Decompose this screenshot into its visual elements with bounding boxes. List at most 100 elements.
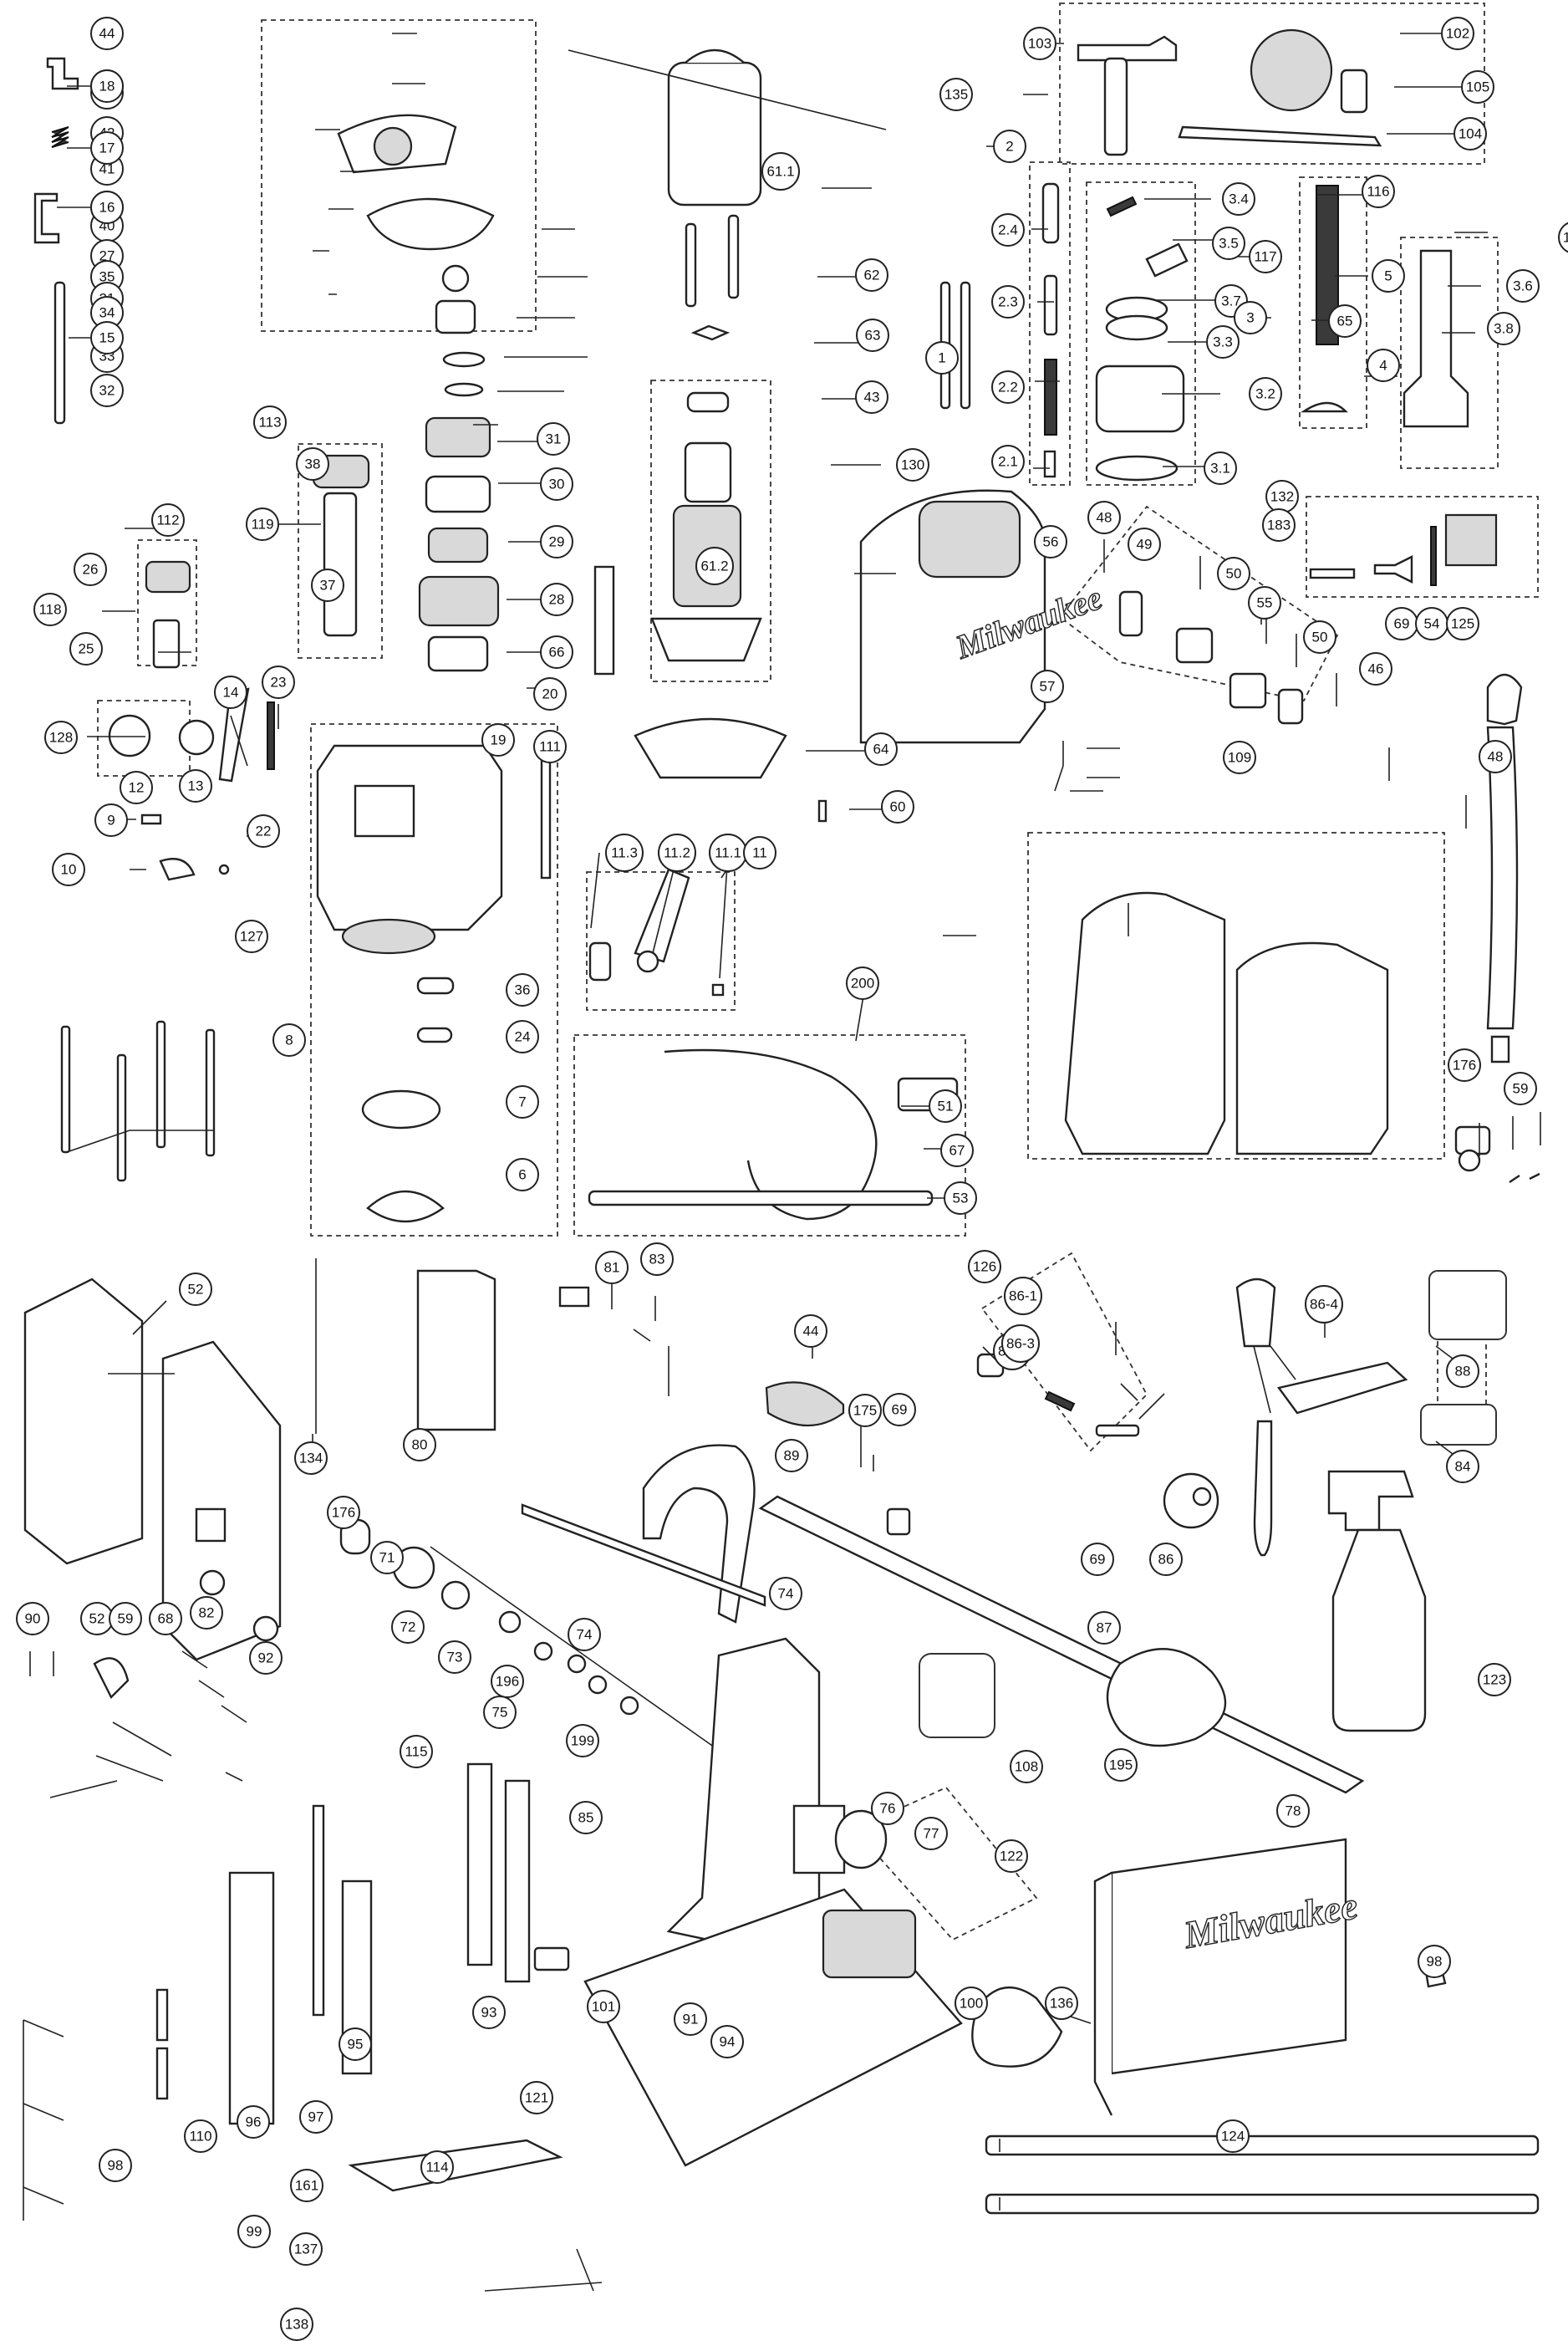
callout-132: 132 bbox=[1265, 480, 1299, 513]
callout-36: 36 bbox=[506, 973, 539, 1007]
cable-ties-110 bbox=[985, 2134, 1540, 2215]
callout-57: 57 bbox=[1031, 670, 1064, 703]
svg-text:3.4: 3.4 bbox=[1229, 191, 1249, 207]
callout-102: 102 bbox=[1441, 17, 1474, 50]
svg-text:115: 115 bbox=[405, 1744, 427, 1760]
part-59-right bbox=[1454, 1125, 1540, 1183]
svg-text:105: 105 bbox=[1466, 79, 1489, 95]
callout-200: 200 bbox=[846, 966, 879, 1000]
callout-112: 112 bbox=[151, 503, 185, 537]
callout-29: 29 bbox=[540, 525, 573, 558]
svg-text:30: 30 bbox=[549, 477, 565, 492]
callout-72: 72 bbox=[391, 1610, 425, 1644]
callout-68: 68 bbox=[149, 1602, 182, 1635]
svg-text:86-3: 86-3 bbox=[1006, 1336, 1035, 1352]
callout-38: 38 bbox=[296, 447, 329, 481]
callout-66: 66 bbox=[540, 635, 573, 669]
driver-88 bbox=[1235, 1278, 1408, 1557]
callout-2-1: 2.1 bbox=[991, 445, 1025, 478]
callout-44: 44 bbox=[794, 1314, 827, 1348]
callout-117: 117 bbox=[1249, 240, 1282, 273]
callout-134: 134 bbox=[294, 1441, 328, 1475]
svg-text:103: 103 bbox=[1028, 36, 1051, 52]
callout-3-3: 3.3 bbox=[1206, 325, 1240, 359]
stand-8 bbox=[60, 1020, 216, 1182]
svg-text:20: 20 bbox=[542, 686, 558, 702]
svg-text:86-1: 86-1 bbox=[1009, 1288, 1037, 1304]
callout-74: 74 bbox=[568, 1618, 601, 1651]
svg-text:2.1: 2.1 bbox=[998, 454, 1018, 470]
callout-30: 30 bbox=[540, 467, 573, 501]
frame-134 bbox=[23, 1278, 282, 1661]
callout-13: 13 bbox=[179, 769, 212, 803]
svg-text:3.5: 3.5 bbox=[1219, 236, 1239, 252]
callout-130: 130 bbox=[896, 448, 929, 482]
callout-4: 4 bbox=[1367, 349, 1400, 382]
svg-text:199: 199 bbox=[571, 1733, 594, 1749]
svg-text:7: 7 bbox=[518, 1094, 526, 1110]
svg-text:83: 83 bbox=[649, 1252, 665, 1267]
callout-110: 110 bbox=[184, 2119, 217, 2153]
svg-text:69: 69 bbox=[1090, 1552, 1106, 1568]
callout-19: 19 bbox=[481, 723, 515, 757]
svg-text:48: 48 bbox=[1488, 749, 1504, 765]
callout-121: 121 bbox=[520, 2081, 553, 2114]
svg-text:91: 91 bbox=[683, 2012, 699, 2027]
parts-86 bbox=[976, 1353, 1219, 1529]
callout-3-8: 3.8 bbox=[1487, 312, 1520, 345]
svg-text:90: 90 bbox=[25, 1611, 41, 1627]
gearbox-56: Milwaukee bbox=[859, 489, 1107, 744]
callout-2-3: 2.3 bbox=[991, 285, 1025, 319]
callout-119: 119 bbox=[246, 507, 279, 541]
parts-80-83 bbox=[315, 1258, 669, 1434]
screws-46 bbox=[1054, 741, 1120, 792]
svg-text:13: 13 bbox=[188, 778, 204, 794]
svg-text:18: 18 bbox=[99, 79, 115, 94]
parts-126-84 bbox=[642, 1381, 911, 1624]
svg-text:3.2: 3.2 bbox=[1255, 386, 1275, 402]
callout-49: 49 bbox=[1128, 528, 1161, 561]
callout-69: 69 bbox=[1385, 607, 1418, 640]
svg-text:128: 128 bbox=[49, 730, 73, 746]
svg-text:86-4: 86-4 bbox=[1310, 1297, 1338, 1313]
svg-text:9: 9 bbox=[107, 813, 115, 829]
callout-113: 113 bbox=[253, 405, 287, 439]
callout-3-1: 3.1 bbox=[1204, 451, 1237, 485]
callout-48: 48 bbox=[1479, 740, 1512, 773]
svg-text:35: 35 bbox=[99, 269, 115, 285]
svg-text:54: 54 bbox=[1424, 616, 1440, 632]
svg-text:59: 59 bbox=[118, 1611, 134, 1627]
callout-52: 52 bbox=[80, 1602, 114, 1635]
svg-text:41: 41 bbox=[99, 161, 115, 177]
callout-22: 22 bbox=[247, 814, 280, 848]
parts-lower-left bbox=[29, 1518, 371, 1798]
callout-105: 105 bbox=[1461, 70, 1494, 104]
svg-text:3.1: 3.1 bbox=[1210, 461, 1230, 477]
callout-layer: 4443424139402735213412033321817161511331… bbox=[16, 17, 1568, 2341]
callout-109: 109 bbox=[1223, 741, 1256, 774]
svg-text:108: 108 bbox=[1015, 1759, 1038, 1775]
svg-text:78: 78 bbox=[1285, 1803, 1301, 1819]
callout-59: 59 bbox=[109, 1602, 142, 1635]
lever-11 bbox=[588, 868, 725, 997]
callout-55: 55 bbox=[1248, 586, 1281, 620]
svg-text:126: 126 bbox=[973, 1259, 996, 1275]
svg-text:136: 136 bbox=[1050, 1996, 1073, 2012]
svg-text:52: 52 bbox=[188, 1282, 204, 1298]
callout-78: 78 bbox=[1276, 1794, 1310, 1828]
callout-127: 127 bbox=[235, 920, 268, 953]
svg-text:98: 98 bbox=[1427, 1954, 1443, 1970]
svg-text:56: 56 bbox=[1043, 534, 1059, 550]
svg-text:97: 97 bbox=[308, 2109, 324, 2125]
callout-14: 14 bbox=[214, 676, 247, 709]
svg-text:19: 19 bbox=[491, 732, 507, 748]
callout-98: 98 bbox=[99, 2149, 132, 2182]
svg-text:3.8: 3.8 bbox=[1494, 321, 1514, 337]
callout-81: 81 bbox=[595, 1251, 629, 1284]
callout-98: 98 bbox=[1418, 1945, 1451, 1978]
callout-3-6: 3.6 bbox=[1506, 269, 1540, 303]
callout-100: 100 bbox=[955, 1987, 988, 2020]
svg-text:117: 117 bbox=[1254, 249, 1276, 265]
callout-126: 126 bbox=[968, 1250, 1001, 1283]
svg-text:130: 130 bbox=[901, 457, 924, 473]
